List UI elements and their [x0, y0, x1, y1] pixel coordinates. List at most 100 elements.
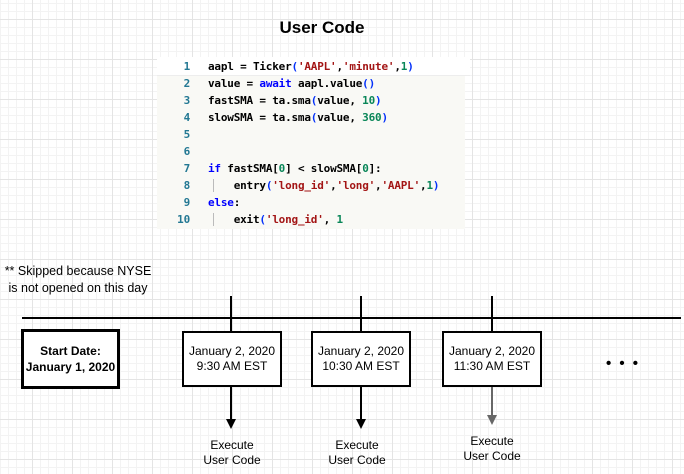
code-text: value = await aapl.value() [208, 75, 375, 92]
event-time: 11:30 AM EST [453, 359, 531, 373]
code-token: 'AAPL' [297, 60, 337, 73]
execute-label-2: Execute User Code [312, 438, 402, 468]
line-number: 7 [183, 162, 191, 175]
line-number: 5 [183, 128, 191, 141]
code-token: 'long_id' [272, 179, 331, 192]
event-box-930: January 2, 2020 9:30 AM EST [182, 331, 282, 387]
code-token: 0 [278, 162, 286, 175]
code-token: () [362, 77, 376, 90]
code-text: slowSMA = ta.sma(value, 360) [208, 109, 388, 126]
code-token: , [336, 60, 343, 73]
execute-label-1: Execute User Code [187, 438, 277, 468]
arrowhead-event3 [487, 415, 497, 425]
code-token: entry [208, 179, 266, 192]
event-box-1030: January 2, 2020 10:30 AM EST [311, 331, 411, 387]
code-token: value, [317, 111, 363, 124]
code-token: ( [259, 213, 266, 226]
execute-label-line1: Execute [210, 438, 254, 452]
code-line: 2 value = await aapl.value() [157, 75, 477, 92]
code-token: 'long' [336, 179, 376, 192]
code-line: 6 [157, 143, 477, 160]
code-line: 1 aapl = Ticker('AAPL','minute',1) [157, 58, 477, 75]
connector-line-event3-bottom [491, 387, 493, 416]
event-date: January 2, 2020 [188, 344, 276, 358]
page-title: User Code [279, 18, 365, 37]
code-token: ( [310, 94, 318, 107]
code-token: 360 [362, 111, 382, 124]
code-token: , [394, 60, 401, 73]
code-token: , [330, 179, 337, 192]
start-date-line1: Start Date: [40, 344, 101, 358]
code-token: aapl.value [291, 77, 363, 90]
code-text: aapl = Ticker('AAPL','minute',1) [208, 58, 414, 75]
line-number: 3 [183, 94, 191, 107]
code-token: ) [407, 60, 414, 73]
line-number: 2 [183, 77, 191, 90]
execute-label-3: Execute User Code [447, 434, 537, 464]
code-token: ]: [368, 162, 382, 175]
code-block-background [157, 57, 465, 229]
execute-label-line2: User Code [328, 453, 386, 467]
line-number: 9 [183, 196, 191, 209]
code-current-line-highlight [157, 57, 470, 76]
event-date: January 2, 2020 [448, 344, 536, 358]
line-number: 10 [177, 213, 190, 226]
code-line: 4 slowSMA = ta.sma(value, 360) [157, 109, 477, 126]
code-token: await [259, 77, 292, 90]
event-date: January 2, 2020 [317, 344, 405, 358]
execute-label-line2: User Code [463, 449, 521, 463]
code-token: if [208, 162, 221, 175]
execute-label-line1: Execute [335, 438, 379, 452]
code-line: 5 [157, 126, 477, 143]
code-token: slowSMA = ta.sma [208, 111, 311, 124]
code-token: 'minute' [342, 60, 395, 73]
connector-line-event3-top [491, 296, 493, 332]
indent-guide [213, 179, 214, 192]
code-token: aapl = Ticker [208, 60, 292, 73]
event-time: 10:30 AM EST [322, 359, 400, 373]
code-token: ] < slowSMA[ [285, 162, 363, 175]
code-token: ) [381, 111, 388, 124]
execute-label-line2: User Code [203, 453, 261, 467]
line-number: 8 [183, 179, 191, 192]
code-token: ( [310, 111, 318, 124]
start-date-line2: January 1, 2020 [25, 360, 116, 374]
code-token: ) [375, 94, 382, 107]
code-token: ) [432, 179, 440, 192]
start-date-box: Start Date: January 1, 2020 [21, 329, 120, 389]
code-token: , [323, 213, 337, 226]
code-token: 1 [336, 213, 344, 226]
line-number: 4 [183, 111, 191, 124]
code-text: else: [208, 194, 240, 211]
code-token: fastSMA[ [220, 162, 279, 175]
code-token: 'long_id' [265, 213, 324, 226]
arrowhead-event2 [356, 419, 366, 429]
line-number: 6 [183, 145, 191, 158]
timeline-line [22, 317, 681, 319]
code-token: ( [265, 179, 273, 192]
code-line: 9 else: [157, 194, 477, 211]
skipped-note-line2: is not opened on this day [8, 281, 148, 295]
code-line: 10 exit('long_id', 1 [157, 211, 477, 228]
code-token: value, [317, 94, 363, 107]
code-token: : [233, 196, 241, 209]
code-token: , [420, 179, 427, 192]
arrowhead-event1 [226, 419, 236, 429]
line-number: 1 [183, 60, 191, 73]
more-events-ellipsis: • • • [605, 355, 641, 372]
code-token: exit [208, 213, 260, 226]
code-line: 8 entry('long_id','long','AAPL',1) [157, 177, 477, 194]
skipped-note: ** Skipped because NYSE is not opened on… [2, 263, 154, 297]
code-token: value = [208, 77, 260, 90]
code-token: 1 [426, 179, 433, 192]
event-time: 9:30 AM EST [196, 359, 268, 373]
code-token: , [375, 179, 382, 192]
skipped-note-line1: ** Skipped because NYSE [4, 264, 152, 278]
code-token: ( [291, 60, 299, 73]
execute-label-line1: Execute [470, 434, 514, 448]
code-token: 0 [362, 162, 369, 175]
event-box-1130: January 2, 2020 11:30 AM EST [442, 331, 542, 387]
